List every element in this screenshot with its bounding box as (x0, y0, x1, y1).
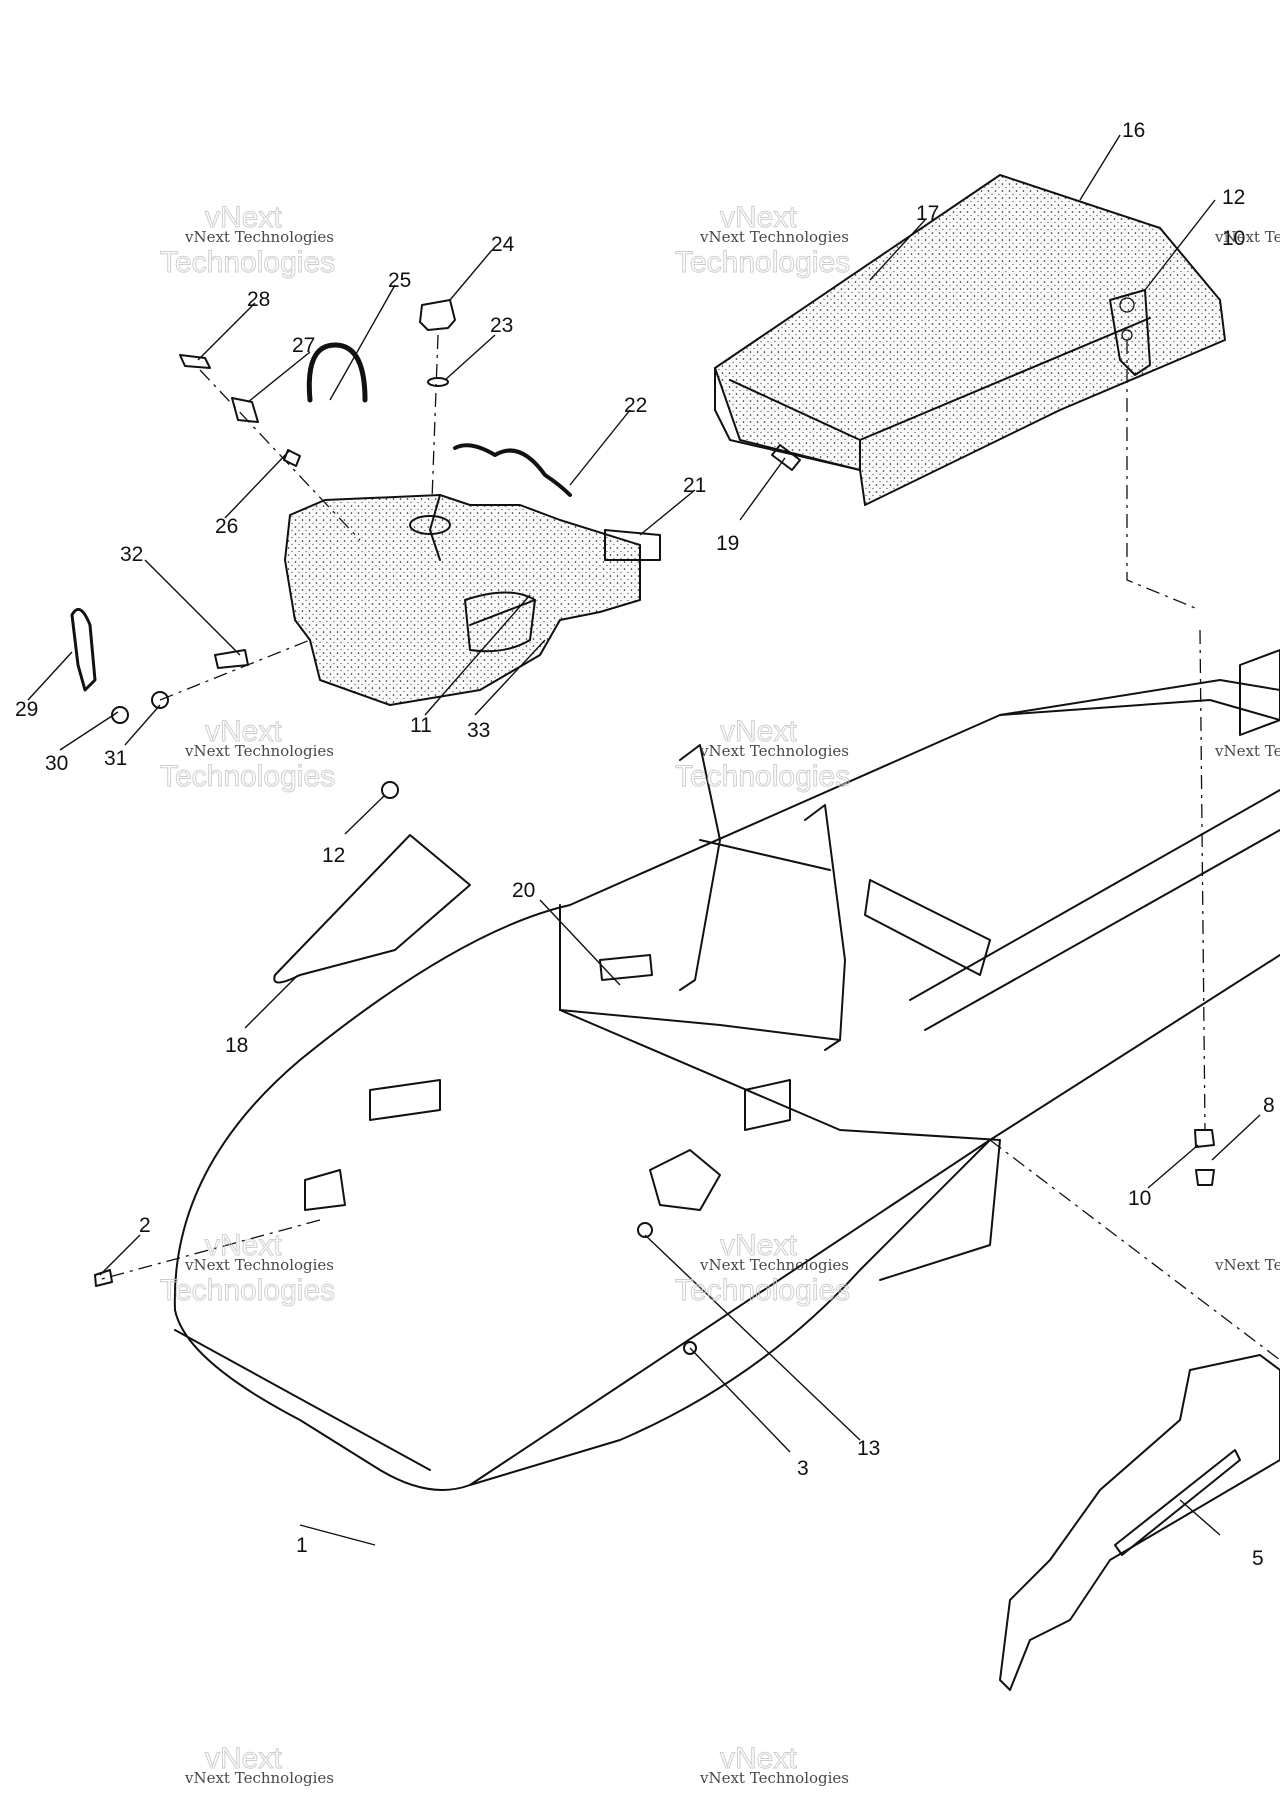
callout-labels: 1 2 3 5 8 10 10 11 12 12 13 16 17 18 19 … (15, 119, 1275, 1570)
watermark-vnext: vNext (205, 201, 282, 234)
fuel-fittings (70, 354, 361, 724)
fuel-tank (284, 494, 661, 706)
steering-posts (679, 744, 991, 1051)
watermark-text: vNext Technologies (184, 742, 334, 760)
callout-28: 28 (247, 288, 270, 311)
deflector-18 (273, 834, 471, 984)
callout-18: 18 (225, 1034, 248, 1057)
brackets (304, 954, 791, 1211)
callout-20: 20 (512, 879, 535, 902)
watermark-technologies: Technologies (675, 1274, 850, 1307)
callout-8: 8 (1263, 1094, 1275, 1117)
strap-25 (306, 342, 368, 403)
callout-29: 29 (15, 698, 38, 721)
watermarks: vNext vNext Technologies Technologies vN… (160, 201, 1280, 1788)
chassis-belly-pan (173, 679, 1280, 1491)
leader-lines (27, 134, 1261, 1546)
callout-10-bolt: 10 (1128, 1187, 1151, 1210)
callout-12-deflector: 12 (322, 844, 345, 867)
watermark-text: vNext Technologies (699, 1769, 849, 1787)
callout-17: 17 (916, 202, 939, 225)
callout-16: 16 (1122, 119, 1145, 142)
watermark-vnext: vNext (720, 1742, 797, 1775)
callout-25: 25 (388, 269, 411, 292)
watermark-technologies: Technologies (675, 760, 850, 793)
watermark-text: vNext Technologies (1214, 742, 1280, 760)
watermark-vnext: vNext (205, 715, 282, 748)
callout-19: 19 (716, 532, 739, 555)
callout-2: 2 (139, 1214, 151, 1237)
watermark-vnext: vNext (720, 201, 797, 234)
callout-30: 30 (45, 752, 68, 775)
dash-line-rear (989, 1139, 1280, 1361)
callout-32: 32 (120, 543, 143, 566)
callout-11: 11 (410, 714, 432, 737)
watermark-text: vNext Technologies (699, 228, 849, 246)
watermark-text: vNext Technologies (184, 228, 334, 246)
tunnel (909, 649, 1280, 1141)
callout-26: 26 (215, 515, 238, 538)
watermark-technologies: Technologies (160, 1274, 335, 1307)
callout-12-seat: 12 (1222, 186, 1245, 209)
watermark-technologies: Technologies (160, 760, 335, 793)
watermark-text: vNext Technologies (184, 1256, 334, 1274)
callout-24: 24 (491, 233, 515, 256)
watermark-text: vNext Technologies (1214, 1256, 1280, 1274)
watermark-vnext: vNext (205, 1742, 282, 1775)
watermark-vnext: vNext (205, 1229, 282, 1262)
watermark-text: vNext Technologies (1214, 228, 1280, 246)
hardware (94, 781, 1215, 1355)
callout-22: 22 (624, 394, 647, 417)
callout-23: 23 (490, 314, 513, 337)
fuel-cap (419, 299, 456, 501)
dash-line-bolt (1199, 629, 1206, 1131)
watermark-text: vNext Technologies (699, 742, 849, 760)
spring-22 (453, 443, 572, 497)
watermark-vnext: vNext (720, 1229, 797, 1262)
callout-3: 3 (797, 1457, 809, 1480)
callout-33: 33 (467, 719, 490, 742)
watermark-technologies: Technologies (160, 246, 335, 279)
callout-5: 5 (1252, 1547, 1264, 1570)
dash-line-pan (97, 1219, 321, 1281)
watermark-text: vNext Technologies (184, 1769, 334, 1787)
dash-line-seat (1126, 340, 1201, 611)
footrest-5 (999, 1354, 1280, 1691)
watermark-text: vNext Technologies (699, 1256, 849, 1274)
callout-21: 21 (683, 474, 706, 497)
watermark-technologies: Technologies (675, 246, 850, 279)
callout-27: 27 (292, 334, 315, 357)
callout-10-seat: 10 (1222, 227, 1245, 250)
seat-assembly (714, 174, 1226, 506)
callout-31: 31 (104, 747, 127, 770)
watermark-vnext: vNext (720, 715, 797, 748)
callout-1: 1 (296, 1534, 308, 1557)
callout-13: 13 (857, 1437, 880, 1460)
